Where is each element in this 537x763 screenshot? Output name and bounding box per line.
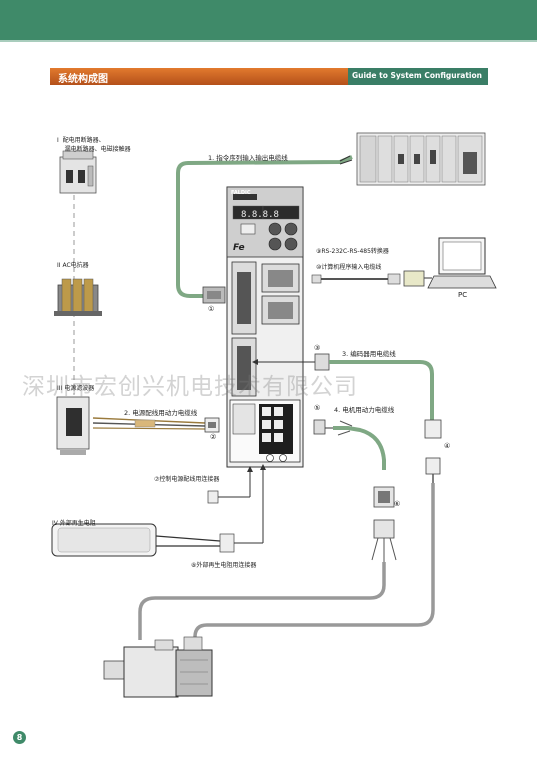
marker-1: ① [208,305,215,313]
pc-laptop-icon [427,237,497,289]
cable-3-label: 3. 编码器用电缆线 [342,350,396,358]
plc-controller-icon [356,132,486,186]
power-cable-to-motor [138,562,386,640]
circuit-breaker-icon [59,150,97,194]
noise-filter-icon [56,396,90,455]
cable-1-label: 1. 指令序列输入输出电缆线 [208,154,288,162]
top-banner [0,0,537,40]
external-resistor-icon [51,464,266,557]
cable-2-label: 2. 电源配线用动力电缆线 [124,409,198,417]
servo-amplifier: 8.8.8.8 Fe [226,186,304,468]
cable-4-label: 4. 电机用动力电缆线 [334,406,395,414]
power-cable-2 [92,417,220,433]
cable-10-label: ⑩计算机程序输入电缆线 [316,264,382,271]
svg-text:8.8.8.8: 8.8.8.8 [241,210,279,220]
top-banner-line [0,40,537,42]
marker-2: ② [210,433,217,441]
svg-text:Fe: Fe [233,243,245,253]
noise-filter-label: III 电源滤波器 [57,385,95,392]
motor-power-cable-4 [313,419,397,562]
section-title-bar: 系统构成图 Guide to System Configuration [50,68,488,85]
title-bar-green: Guide to System Configuration [348,68,488,85]
watermark: 深圳市宏创兴机电技术有限公司 [22,374,358,400]
ac-reactor-icon [54,278,102,316]
encoder-cable-to-motor [193,483,435,648]
servo-motor-icon [103,636,213,698]
connector-8-label: ⑧外部再生电阻用连接器 [191,562,257,569]
pc-label: PC [458,291,468,299]
control-power-connector-7 [207,466,253,504]
marker-6: ⑥ [394,500,401,508]
servo-brand: FALDIC [231,190,251,196]
breaker-label: I 配电用断路器、 漏电断路器、电磁接触器 [57,137,131,153]
pc-program-cable [311,270,432,287]
ac-reactor-label: II AC电抗器 [57,262,89,269]
marker-5: ⑤ [314,404,321,412]
section-title: 系统构成图 [58,74,108,85]
converter-9-label: ⑨RS-232C-RS-485转换器 [316,248,389,255]
encoder-cable-3 [252,353,442,483]
marker-3: ③ [314,344,321,352]
page-number: 8 [13,731,26,744]
external-resistor-label: IV 外部再生电阻 [52,520,96,527]
connector-7-label: ⑦控制电源配线用连接器 [154,476,220,483]
marker-4: ④ [444,442,451,450]
title-bar-orange: 系统构成图 [50,68,348,85]
section-title-en: Guide to System Configuration [351,71,482,80]
command-io-cable-1 [176,155,353,304]
